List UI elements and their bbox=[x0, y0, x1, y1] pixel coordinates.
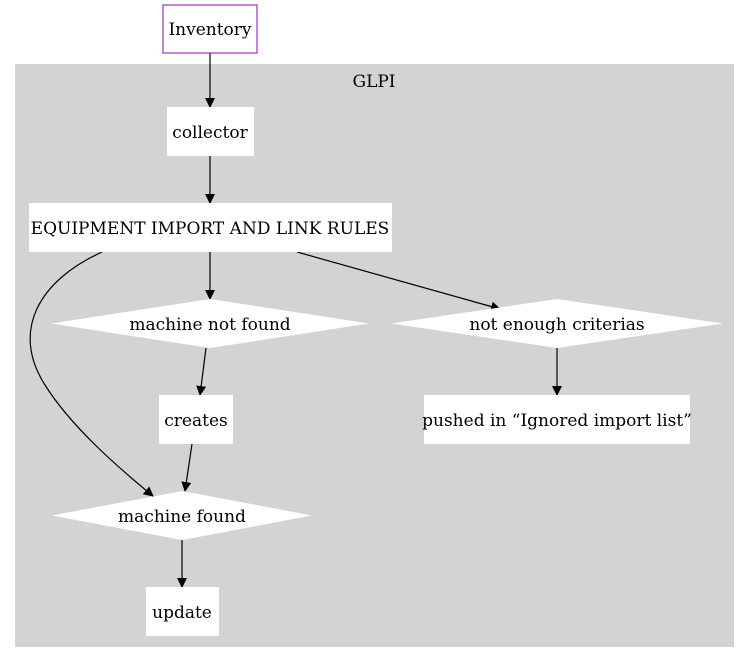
node-update: update bbox=[146, 587, 219, 636]
node-machine-not-found-label: machine not found bbox=[129, 315, 290, 335]
node-rules-box bbox=[29, 203, 392, 252]
node-machine-found: machine found bbox=[52, 491, 312, 540]
glpi-cluster: GLPI bbox=[15, 64, 734, 647]
node-inventory: Inventory bbox=[162, 4, 258, 54]
node-collector-box bbox=[167, 107, 254, 156]
node-rules: EQUIPMENT IMPORT AND LINK RULES bbox=[29, 203, 392, 252]
edge-rules-not-enough bbox=[296, 251, 501, 312]
node-not-enough-criterias-label: not enough criterias bbox=[469, 315, 644, 335]
glpi-cluster-background bbox=[15, 64, 734, 647]
node-inventory-label: Inventory bbox=[168, 20, 251, 40]
node-not-enough-criterias-diamond bbox=[391, 299, 723, 348]
node-ignored-import-list-box bbox=[424, 395, 690, 444]
node-machine-not-found: machine not found bbox=[51, 299, 369, 348]
node-rules-label: EQUIPMENT IMPORT AND LINK RULES bbox=[31, 219, 390, 239]
edge-rules-found bbox=[29, 251, 154, 497]
node-update-label: update bbox=[152, 603, 212, 623]
edges bbox=[29, 53, 562, 588]
node-collector: collector bbox=[167, 107, 254, 156]
edge-not-found-creates bbox=[196, 347, 207, 396]
node-update-box bbox=[146, 587, 219, 636]
node-machine-found-diamond bbox=[52, 491, 312, 540]
node-creates-box bbox=[159, 395, 233, 444]
edge-creates-found bbox=[181, 443, 193, 492]
node-collector-label: collector bbox=[172, 123, 248, 143]
node-creates-label: creates bbox=[164, 411, 227, 431]
node-ignored-import-list: pushed in “Ignored import list” bbox=[422, 395, 692, 444]
node-ignored-import-list-label: pushed in “Ignored import list” bbox=[422, 411, 692, 431]
node-machine-not-found-diamond bbox=[51, 299, 369, 348]
node-machine-found-label: machine found bbox=[118, 507, 246, 527]
node-not-enough-criterias: not enough criterias bbox=[391, 299, 723, 348]
node-inventory-box bbox=[162, 4, 258, 54]
node-creates: creates bbox=[159, 395, 233, 444]
glpi-cluster-label: GLPI bbox=[352, 72, 395, 92]
